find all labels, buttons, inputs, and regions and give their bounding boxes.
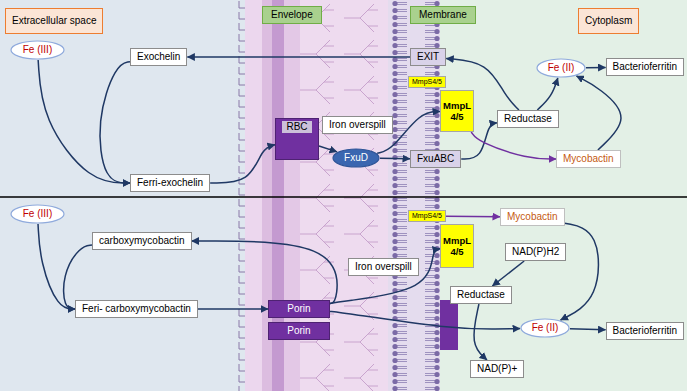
label-box: NAD(P)+ xyxy=(470,360,524,378)
region-header: Cytoplasm xyxy=(578,8,639,34)
region-header: Extracellular space xyxy=(5,8,103,34)
node-text: Fe (II) xyxy=(532,322,559,334)
node-text: Exochelin xyxy=(137,51,180,63)
arrow-connector xyxy=(474,304,487,360)
ellipse-shape xyxy=(11,205,64,223)
node-text: Feri- carboxymycobactin xyxy=(82,303,191,315)
node-text: NAD(P)+ xyxy=(477,363,517,375)
node-text: Fe (II) xyxy=(548,62,575,74)
iron-ellipse: Fe (II) xyxy=(520,318,570,338)
node-text: Cytoplasm xyxy=(585,15,632,27)
arrow-connector xyxy=(319,146,337,152)
label-box: NAD(P)H2 xyxy=(505,243,566,261)
node-text: Reductase xyxy=(504,113,552,125)
arrow-connector xyxy=(576,76,621,150)
mmps-box: MmpS4/5 xyxy=(408,76,446,88)
label-box: Ferri-exochelin xyxy=(130,174,210,192)
extracellular-ground xyxy=(0,0,245,391)
siderophore-box: Mycobactin xyxy=(500,208,565,226)
node-text: MmpS4/5 xyxy=(412,77,442,87)
node-text: MmpS4/5 xyxy=(412,211,442,221)
node-text: FxuABC xyxy=(417,153,454,165)
arrow-connector xyxy=(570,329,606,330)
node-text: MmpL 4/5 xyxy=(441,235,473,257)
mmpl-transporter: MmpL 4/5 xyxy=(440,224,474,268)
label-box: Iron overspill xyxy=(322,116,393,134)
iron-ellipse: Fe (II) xyxy=(536,58,586,78)
node-text: Membrane xyxy=(419,9,467,21)
porin-box: Porin xyxy=(268,300,330,318)
node-text: Iron overspill xyxy=(329,119,386,131)
node-text: MmpL 4/5 xyxy=(441,100,473,122)
envelope-layer xyxy=(245,0,262,391)
node-text: NAD(P)H2 xyxy=(512,246,559,258)
node-text: FxuD xyxy=(344,152,368,164)
node-text: Envelope xyxy=(271,9,313,21)
arrow-connector xyxy=(537,78,557,110)
node-text: carboxymycobactin xyxy=(99,235,185,247)
arrow-connector xyxy=(330,249,440,304)
node-text: Mycobactin xyxy=(507,211,558,223)
node-text: Bacterioferritin xyxy=(613,61,677,73)
arrow-connector xyxy=(560,223,598,320)
node-text: Mycobactin xyxy=(563,153,614,165)
ellipse-shape xyxy=(11,41,64,59)
node-text: Iron overspill xyxy=(355,261,412,273)
node-text: Reductase xyxy=(457,289,505,301)
node-text: Extracellular space xyxy=(12,15,96,27)
node-text: EXIT xyxy=(417,51,439,63)
mmps-box: MmpS4/5 xyxy=(408,210,446,222)
node-text: Porin xyxy=(287,325,310,337)
cytoplasm-ground xyxy=(440,0,687,391)
label-box: Bacterioferritin xyxy=(606,58,684,76)
arrow-connector xyxy=(198,308,268,310)
transporter-box: FxuABC xyxy=(410,150,461,168)
transporter-symbol xyxy=(440,300,458,350)
region-header: Envelope xyxy=(262,6,322,24)
divider-line xyxy=(0,196,687,198)
arrow-connector xyxy=(586,67,606,69)
arrow-connector xyxy=(187,56,410,58)
node-text: Bacterioferritin xyxy=(613,325,677,337)
arrow-connector xyxy=(210,145,275,183)
node-text: RBC xyxy=(282,121,311,133)
arrow-connector xyxy=(380,158,410,160)
label-box: Reductase xyxy=(450,286,512,304)
arrow-connector xyxy=(38,60,130,183)
transporter-box: EXIT xyxy=(410,48,446,66)
arrow-connector xyxy=(100,62,130,183)
iron-ellipse: Fe (III) xyxy=(10,40,65,60)
ellipse-shape xyxy=(521,319,569,337)
arrow-connector xyxy=(330,311,520,329)
receptor-box: RBC xyxy=(275,118,319,160)
label-box: Iron overspill xyxy=(348,258,419,276)
arrow-connector xyxy=(492,261,524,286)
region-header: Membrane xyxy=(410,6,476,24)
label-box: carboxymycobactin xyxy=(92,232,192,250)
ellipse-shape xyxy=(537,59,585,77)
label-box: Reductase xyxy=(497,110,559,128)
label-box: Feri- carboxymycobactin xyxy=(75,300,198,318)
arrow-connector xyxy=(192,241,338,303)
iron-ellipse: Fe (III) xyxy=(10,204,65,224)
ellipse-shape xyxy=(333,149,379,167)
arrow-connector xyxy=(446,215,500,217)
node-text: Fe (III) xyxy=(23,44,52,56)
node-text: Ferri-exochelin xyxy=(137,177,203,189)
label-box: Bacterioferritin xyxy=(606,322,684,340)
label-box: Exochelin xyxy=(130,48,187,66)
node-text: Porin xyxy=(287,303,310,315)
node-text: Fe (III) xyxy=(23,208,52,220)
mmpl-transporter: MmpL 4/5 xyxy=(440,90,474,132)
arrow-connector xyxy=(471,132,556,159)
siderophore-box: Mycobactin xyxy=(556,150,621,168)
protein-ellipse: FxuD xyxy=(332,148,380,168)
porin-box: Porin xyxy=(268,322,330,340)
arrow-connector xyxy=(38,224,75,309)
